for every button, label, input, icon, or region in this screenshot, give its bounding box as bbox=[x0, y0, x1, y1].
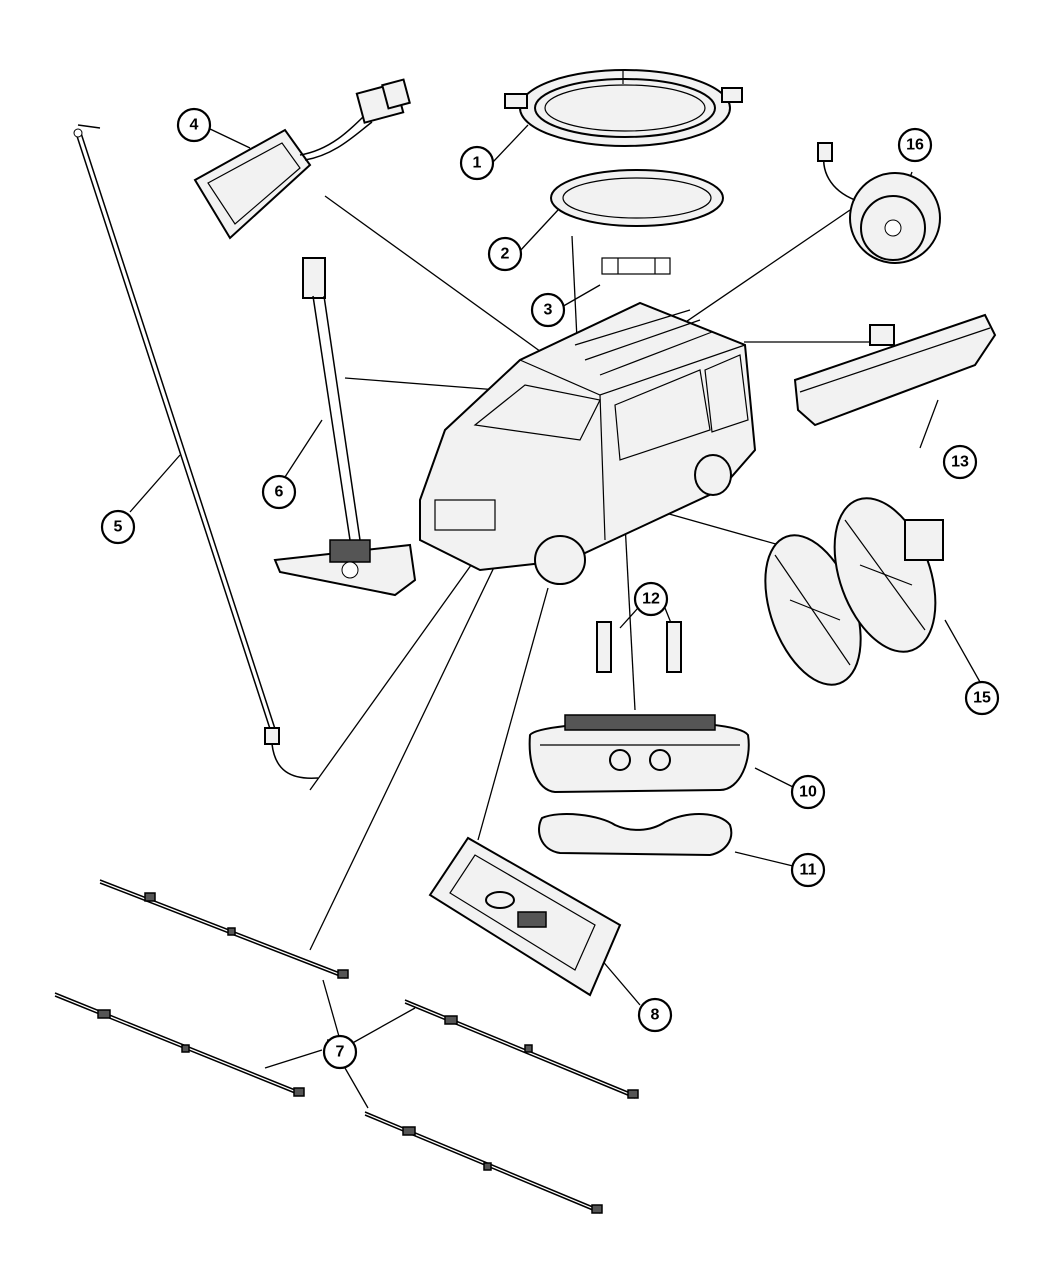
callout-8-label: 8 bbox=[651, 1007, 660, 1024]
callout-15: 15 bbox=[964, 680, 1000, 716]
callout-2-label: 2 bbox=[501, 246, 510, 263]
callout-2: 2 bbox=[487, 236, 523, 272]
part-12-bulbs bbox=[596, 621, 682, 673]
callout-10: 10 bbox=[790, 774, 826, 810]
vehicle-minivan bbox=[419, 301, 757, 585]
callout-13-label: 13 bbox=[951, 454, 969, 471]
part-6-bracket bbox=[273, 257, 417, 597]
callout-16-label: 16 bbox=[906, 137, 924, 154]
callout-7-label: 7 bbox=[336, 1044, 345, 1061]
callout-13: 13 bbox=[942, 444, 978, 480]
part-16-knob bbox=[817, 142, 941, 264]
part-15-speaker bbox=[764, 497, 944, 686]
callout-11: 11 bbox=[790, 852, 826, 888]
callout-6: 6 bbox=[261, 474, 297, 510]
part-8-dome-lamp bbox=[428, 836, 622, 997]
part-5-antenna bbox=[73, 124, 319, 779]
callout-8: 8 bbox=[637, 997, 673, 1033]
callout-4-label: 4 bbox=[190, 117, 199, 134]
callout-11-label: 11 bbox=[800, 862, 817, 879]
callout-3: 3 bbox=[530, 292, 566, 328]
part-1-lamp-bezel bbox=[504, 69, 743, 147]
part-13-side-lamp bbox=[793, 313, 997, 427]
callout-4: 4 bbox=[176, 107, 212, 143]
callout-12: 12 bbox=[633, 581, 669, 617]
part-3-bulb bbox=[601, 257, 671, 275]
callout-3-label: 3 bbox=[544, 302, 553, 319]
callout-10-label: 10 bbox=[799, 784, 817, 801]
part-7-harnesses bbox=[54, 879, 639, 1214]
callout-5-label: 5 bbox=[114, 519, 123, 536]
callout-6-label: 6 bbox=[275, 484, 284, 501]
part-4-module bbox=[193, 78, 411, 240]
callout-12-label: 12 bbox=[642, 591, 660, 608]
callout-1: 1 bbox=[459, 145, 495, 181]
callout-5: 5 bbox=[100, 509, 136, 545]
callout-15-label: 15 bbox=[973, 690, 991, 707]
part-2-lens bbox=[550, 169, 724, 227]
callout-7: 7 bbox=[322, 1034, 358, 1070]
part-10-console bbox=[528, 714, 750, 794]
callout-1-label: 1 bbox=[473, 155, 482, 172]
part-11-lens bbox=[538, 813, 733, 857]
callout-16: 16 bbox=[897, 127, 933, 163]
